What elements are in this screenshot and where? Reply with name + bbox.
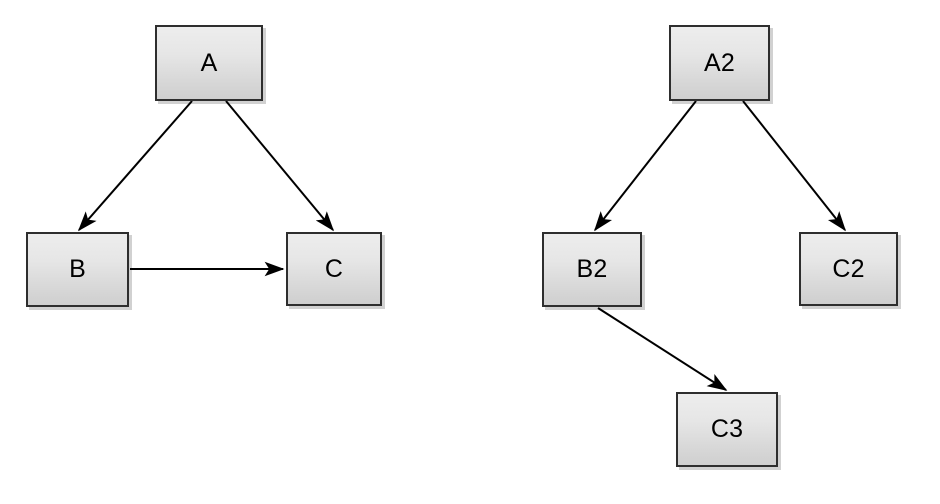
edge-b2-to-c3[interactable] [597,307,728,391]
edge-a2-to-c2[interactable] [742,100,846,232]
node-b[interactable]: B [26,232,129,307]
edge-a-to-c[interactable] [225,100,335,232]
node-a[interactable]: A [155,25,263,101]
node-c2[interactable]: C2 [799,232,898,306]
edge-a2-to-b2[interactable] [594,100,697,232]
node-c[interactable]: C [286,232,382,306]
edge-a-to-b[interactable] [77,100,193,232]
node-b-label: B [69,255,86,283]
node-c2-label: C2 [832,254,865,283]
node-a2-label: A2 [704,48,735,77]
edges-group [77,100,846,391]
node-b2[interactable]: B2 [542,232,642,307]
node-a-label: A [200,48,218,77]
node-c3[interactable]: C3 [676,392,778,467]
node-c3-label: C3 [710,415,744,443]
node-c-label: C [324,254,344,283]
node-b2-label: B2 [576,255,608,283]
node-a2[interactable]: A2 [669,25,770,101]
